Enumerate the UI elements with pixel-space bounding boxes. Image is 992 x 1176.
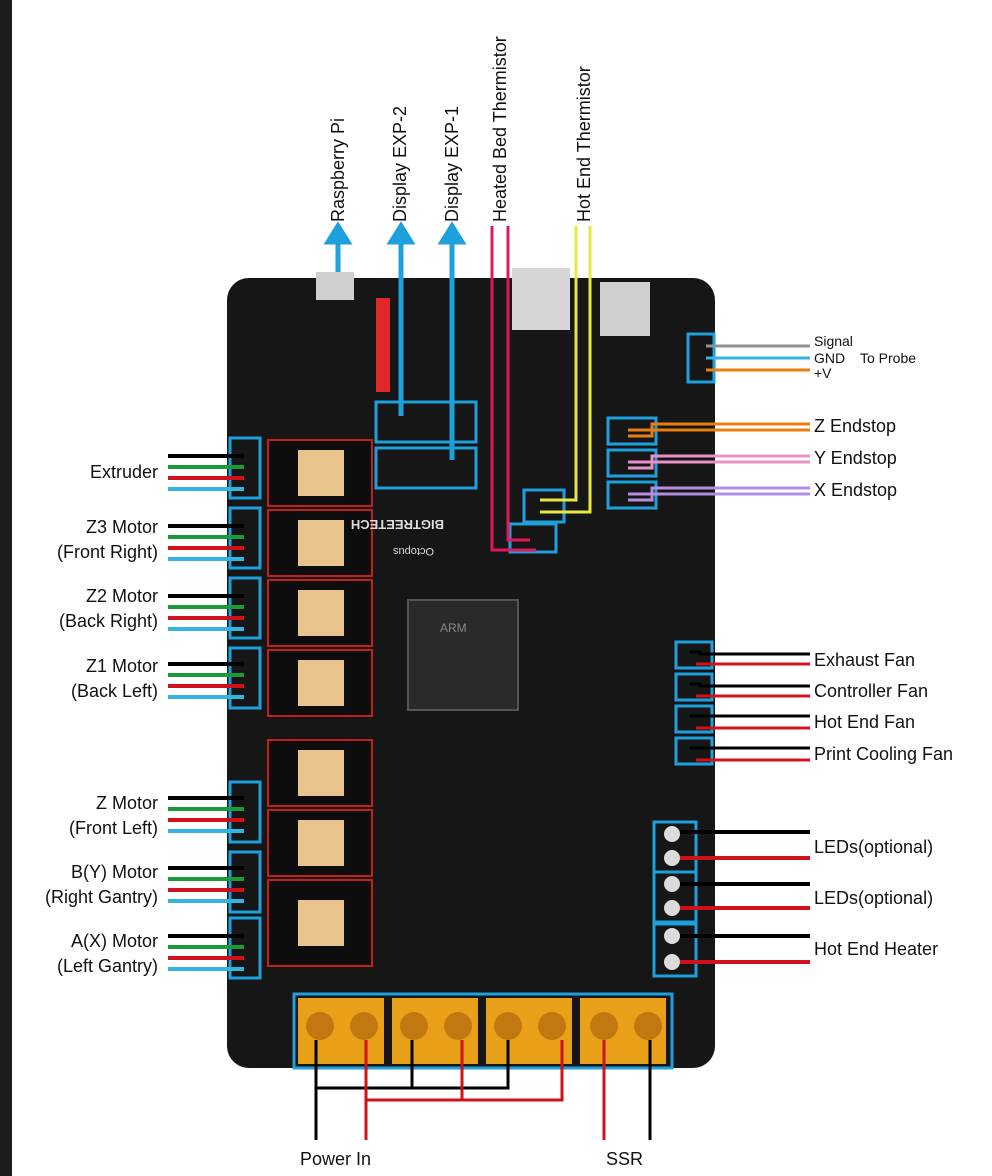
label-exhaust-fan: Exhaust Fan [814,650,916,670]
label-hot-end-thermistor: Hot End Thermistor [574,66,594,222]
label-hot-end-heater: Hot End Heater [814,939,939,959]
box-motor1 [228,850,262,914]
driver-chip-6 [298,450,344,496]
box-bed-thermistor [508,522,558,554]
box-hotend-thermistor [522,488,566,524]
label-ax-position: (Left Gantry) [56,956,158,976]
label-power-in: Power In [300,1149,372,1169]
heater-terminals [664,826,680,970]
box-power-terminals [292,992,674,1070]
board-brand: BIGTREETECH [351,517,444,532]
driver-chip-1 [298,820,344,866]
usb-c-port [316,272,354,300]
thermistor-wires [490,226,592,552]
probe-wires [706,344,810,372]
heater-wires [680,830,810,964]
label-z2-motor: Z2 Motor [85,586,158,606]
stepper-drivers [267,439,373,967]
label-display-exp2: Display EXP-2 [390,105,410,222]
box-motor2 [228,780,262,844]
driver-chip-3 [298,660,344,706]
power-terminals [298,998,666,1064]
label-z3-position: (Front Right) [56,542,158,562]
label-y-endstop: Y Endstop [814,448,897,468]
label-ssr: SSR [606,1149,644,1169]
label-z2-position: (Back Right) [58,611,158,631]
endstop-wires [628,422,810,502]
label-extruder: Extruder [89,462,158,482]
mcu-chip [407,599,519,711]
highlight-boxes [228,332,716,1070]
label-hot-end-fan: Hot End Fan [814,712,916,732]
label-probe-signal: Signal [814,333,853,349]
driver-chip-2 [298,750,344,796]
driver-chip-0 [298,900,344,946]
driver-chip-4 [298,590,344,636]
label-z-endstop: Z Endstop [814,416,897,436]
label-z1-motor: Z1 Motor [85,656,158,676]
label-z-position: (Front Left) [68,818,158,838]
red-header [376,298,390,392]
label-x-endstop: X Endstop [814,480,898,500]
top-arrows [323,221,467,460]
motor-wires [168,454,244,971]
label-display-exp1: Display EXP-1 [442,105,462,222]
usb-a-port [512,268,570,330]
label-print-cooling-fan: Print Cooling Fan [814,744,954,764]
label-to-probe: To Probe [860,350,917,366]
box-exp2 [374,400,478,444]
left-edge-bar [0,0,12,1176]
label-leds-optional-1: LEDs(optional) [814,837,934,857]
box-motor3 [228,646,262,710]
label-z-motor: Z Motor [95,793,158,813]
label-raspberry-pi: Raspberry Pi [328,117,348,222]
box-he0 [652,922,698,978]
label-probe-gnd: GND [814,350,846,366]
mcu-chip-label: ARM [440,621,467,635]
label-by-motor: B(Y) Motor [70,862,158,882]
driver-chip-5 [298,520,344,566]
label-ax-motor: A(X) Motor [70,931,158,951]
label-z1-position: (Back Left) [70,681,158,701]
label-by-position: (Right Gantry) [44,887,158,907]
fan-wires [690,650,810,762]
box-hotend-fan [674,704,714,734]
label-leds-optional-2: LEDs(optional) [814,888,934,908]
rj-port [600,282,650,336]
box-print-fan [674,736,714,766]
label-z3-motor: Z3 Motor [85,517,158,537]
power-wires [314,1040,652,1140]
label-probe-vplus: +V [814,365,832,381]
box-exp1 [374,446,478,490]
label-heated-bed-thermistor: Heated Bed Thermistor [490,36,510,222]
board-model: Octopus [393,545,434,557]
box-he1 [652,870,698,924]
label-controller-fan: Controller Fan [814,681,929,701]
